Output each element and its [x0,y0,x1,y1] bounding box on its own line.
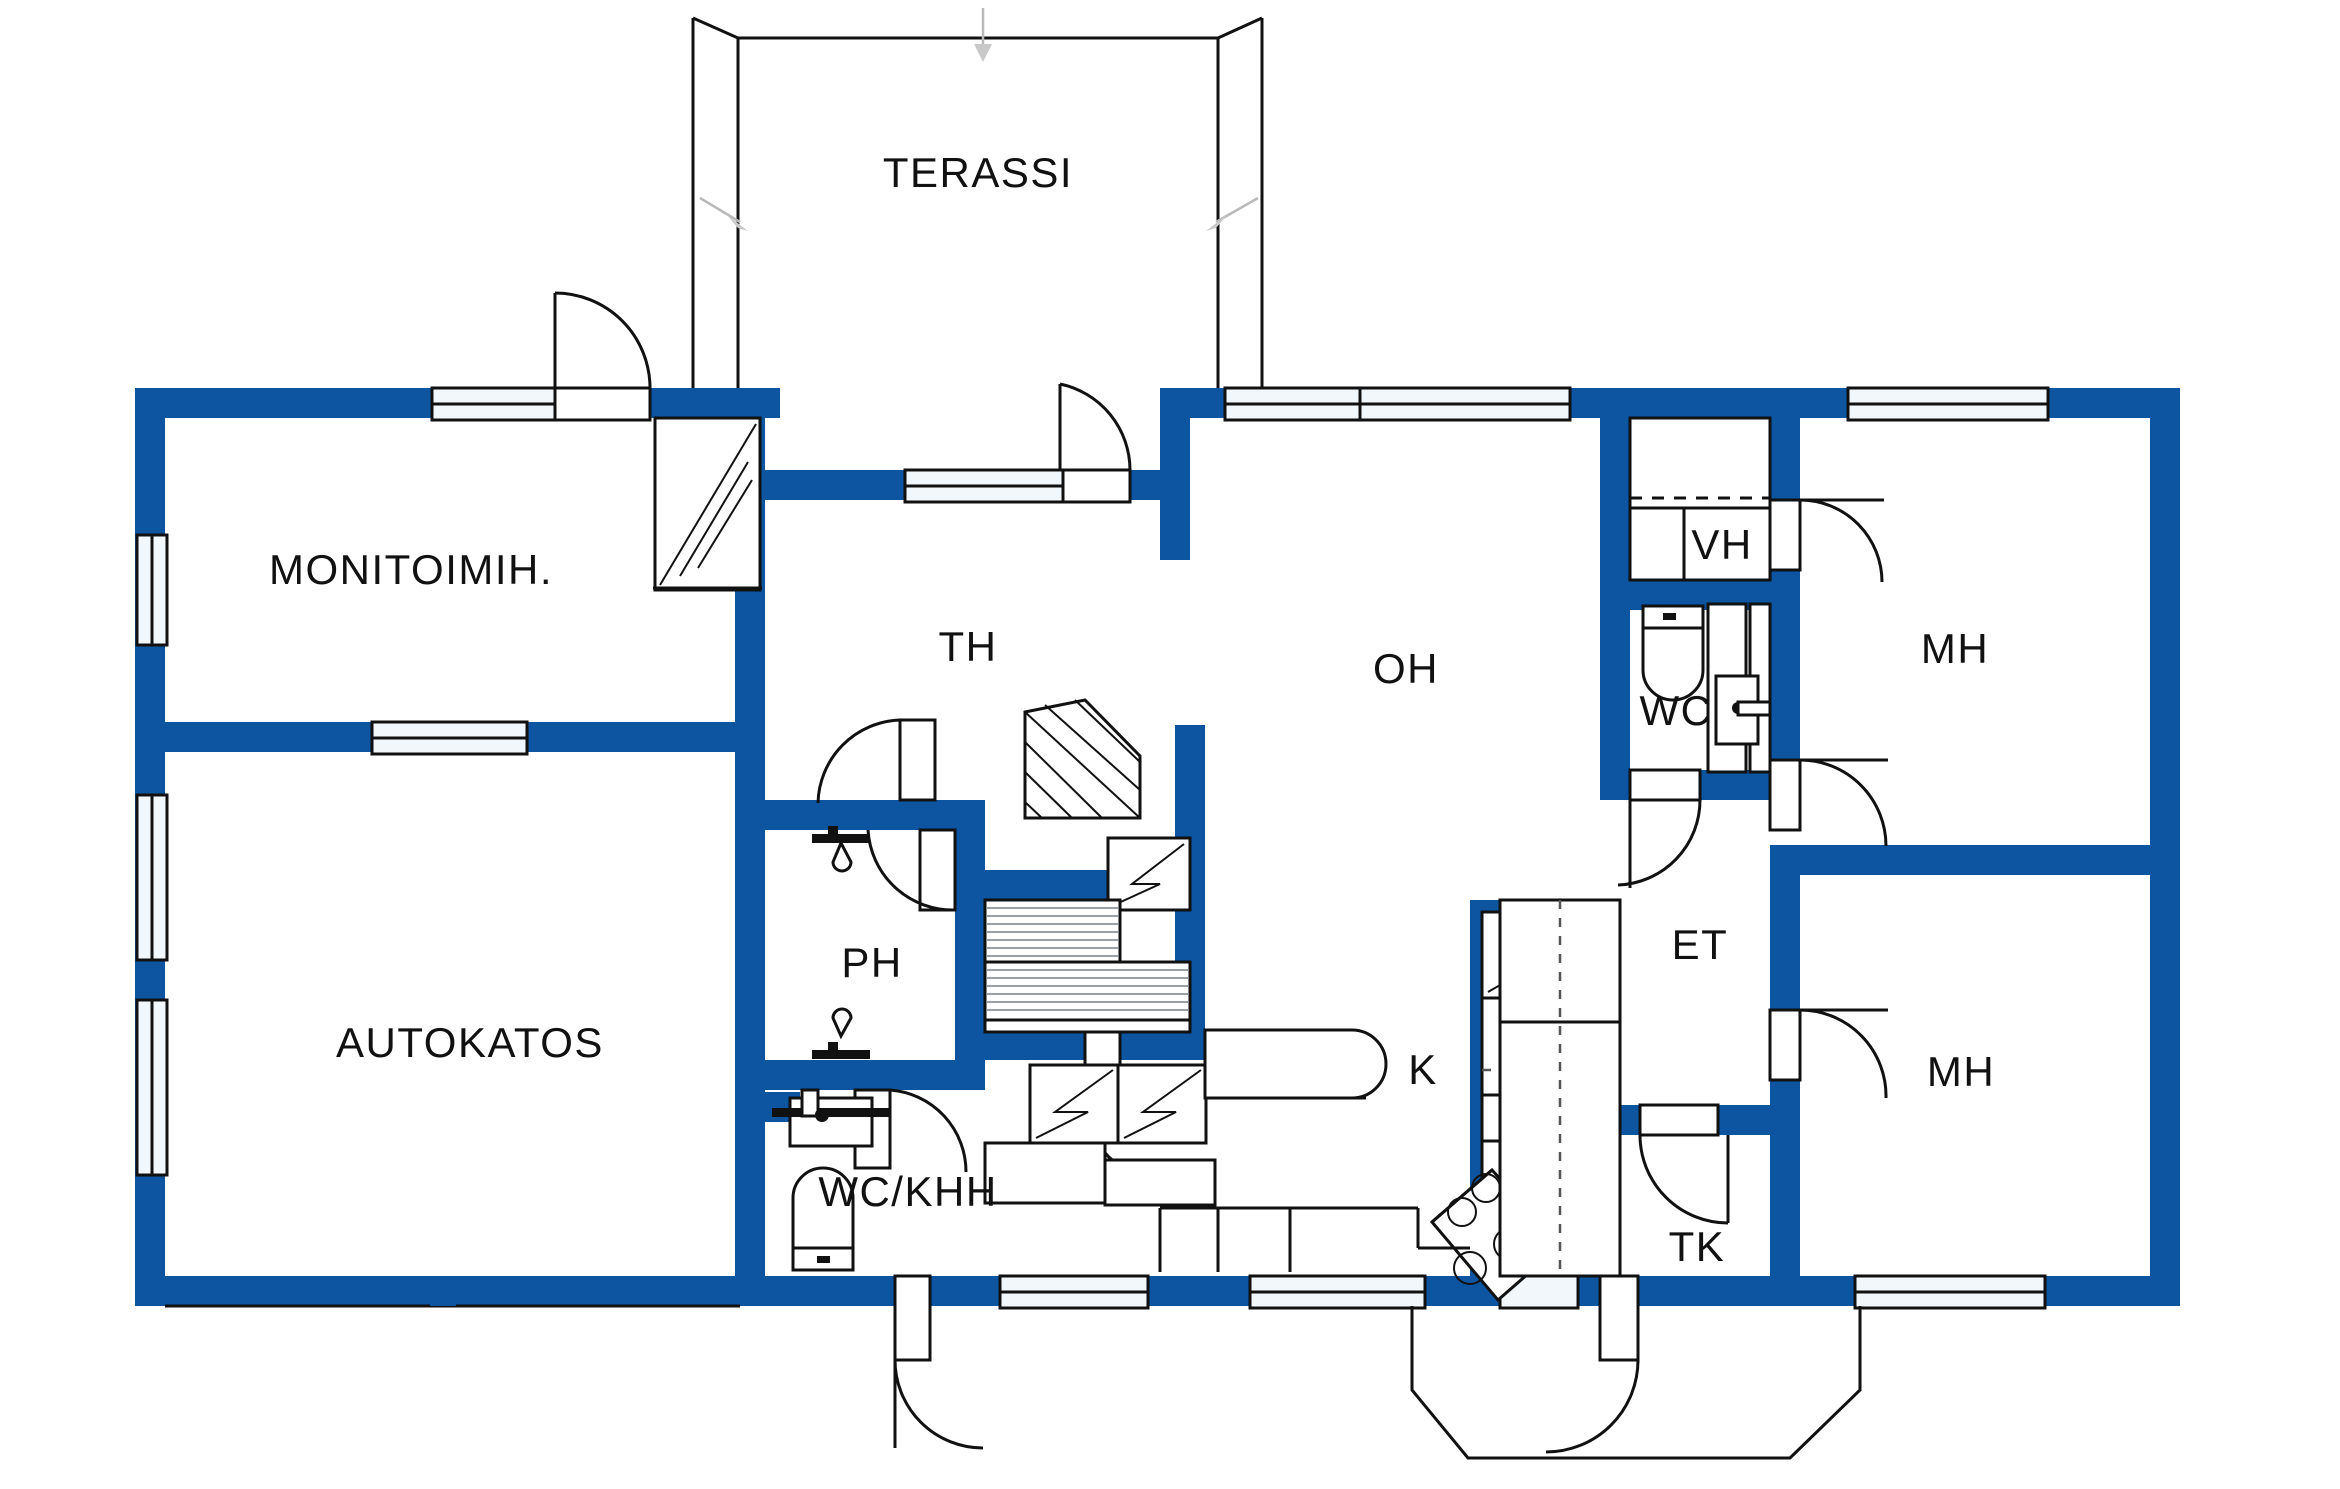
corner-fireplace-icon [1023,698,1142,820]
door-th-ph [816,718,937,804]
room-label-et: ET [1672,921,1729,968]
carport-post [430,1276,456,1306]
room-label-wc-khh: WC/KHH [818,1168,997,1215]
terrace-arrow-left [699,196,748,231]
room-label-vh: VH [1691,521,1752,568]
room-labels: TERASSI MONITOIMIH. TH OH VH MH WC AUTOK… [269,149,1995,1270]
door-mh-top [1768,758,1888,847]
toilet-icon-wc-khh [791,1166,855,1272]
terrace-arrow-top [974,8,992,62]
door-wc-top [1617,768,1702,888]
door-main-entrance [1545,1274,1640,1454]
door-monitoimih-north [553,291,652,422]
room-label-terassi: TERASSI [883,149,1073,196]
room-label-th: TH [939,623,998,670]
door-south-entry-left [893,1274,984,1450]
terrace-outline [691,16,1264,392]
terrace-arrow-right [1206,196,1259,231]
stairs-icon [983,1141,1217,1207]
toilet-icon-wc-top [1641,604,1705,702]
wc-vanity [1706,602,1772,774]
room-label-mh-bottom: MH [1927,1048,1995,1095]
washbasin-icon [772,1088,890,1148]
sauna-bench-middle [983,960,1192,1022]
door-vh [1768,498,1884,583]
sauna-bench-upper [983,898,1122,964]
shower-head-icon-lower [812,1007,870,1059]
door-mh-bottom [1768,1008,1888,1099]
shower-head-icon-upper [812,826,870,873]
autokatos-open-edge [165,1276,740,1308]
room-label-mh-top: MH [1921,625,1989,672]
room-label-ph: PH [841,939,902,986]
et-closets [1498,898,1622,1278]
room-label-oh: OH [1373,645,1439,692]
vh-closet [1628,416,1772,582]
room-label-autokatos: AUTOKATOS [336,1019,604,1066]
entry-porch [1410,1306,1862,1460]
room-label-wc-top: WC [1640,687,1713,734]
washing-machine-row [1028,1063,1208,1145]
room-label-k: K [1408,1046,1438,1093]
room-label-monitoimih: MONITOIMIH. [269,546,553,593]
door-tk [1638,1103,1730,1225]
sauna-bench-lower [983,1018,1192,1034]
room-label-tk: TK [1669,1223,1726,1270]
door-th-terrace [1058,382,1132,504]
bathtub-icon [1203,1028,1388,1100]
door-ph-sauna [866,828,957,912]
sauna-stove-icon [1106,836,1192,912]
glass-partition-icon [653,416,762,592]
